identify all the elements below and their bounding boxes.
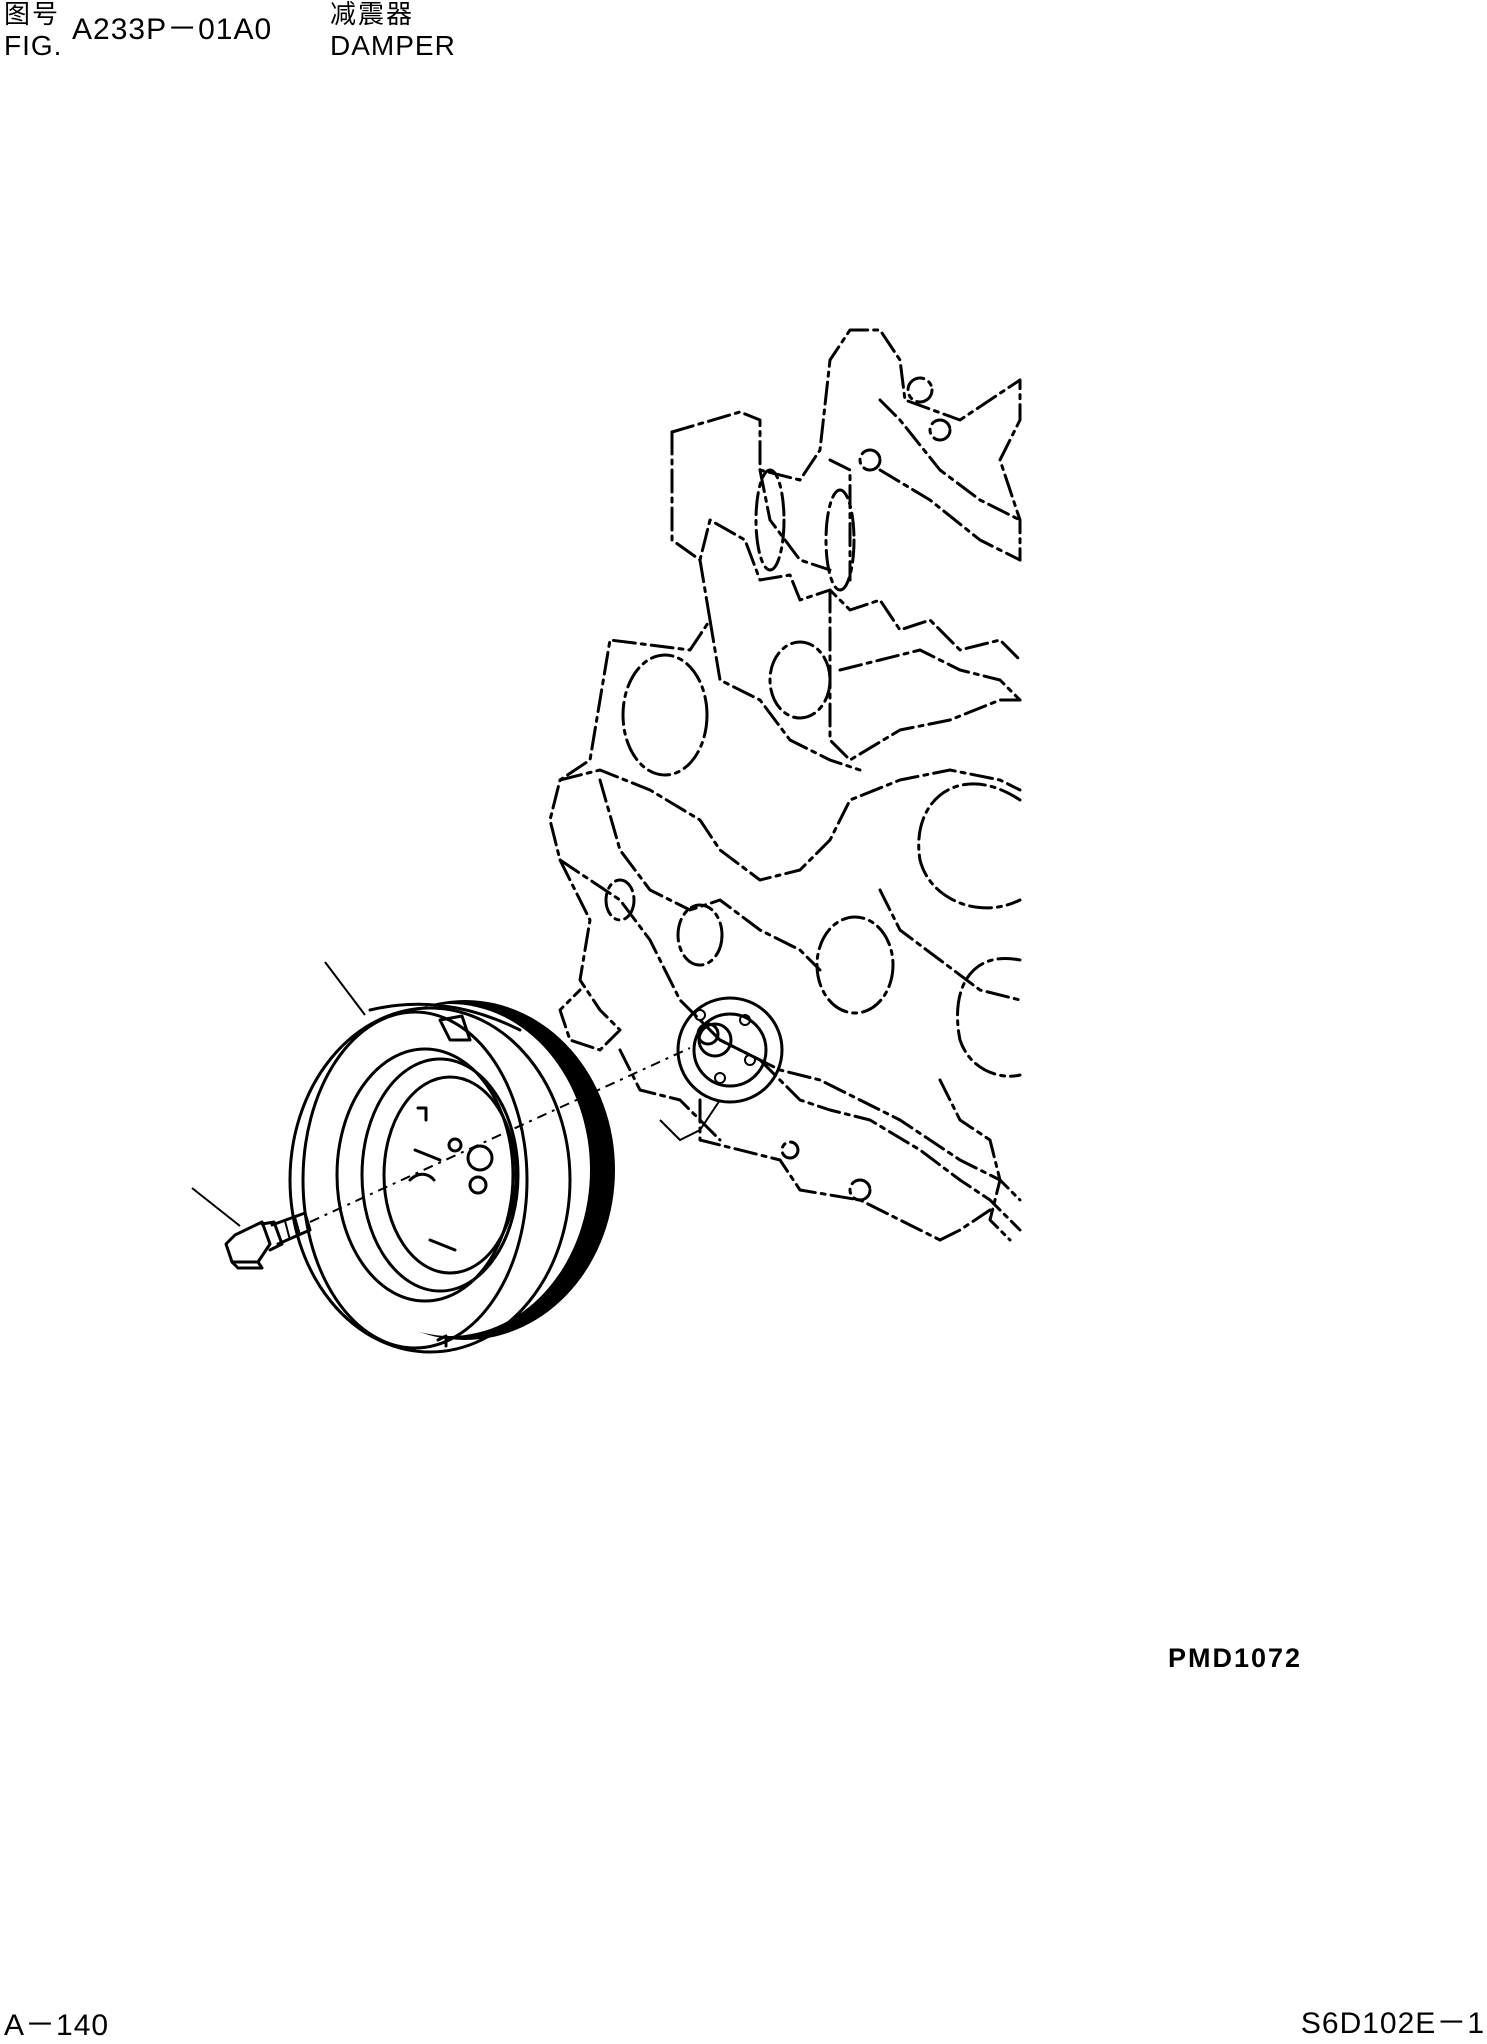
- page-number: A－140: [4, 2009, 110, 2042]
- mounting-bolt: [191, 1047, 691, 1270]
- model-code: S6D102E－1: [1300, 2007, 1485, 2040]
- damper-pulley: [288, 961, 615, 1354]
- engine-block-phantom: [548, 328, 1022, 1242]
- title-cn: 减震器: [330, 0, 415, 30]
- title-en: DAMPER: [330, 30, 456, 61]
- fig-label-en: FIG.: [4, 30, 63, 61]
- fig-number: A233P－01A0: [72, 13, 273, 46]
- fig-label-cn: 图号: [4, 0, 61, 30]
- drawing-code: PMD1072: [1168, 1643, 1303, 1673]
